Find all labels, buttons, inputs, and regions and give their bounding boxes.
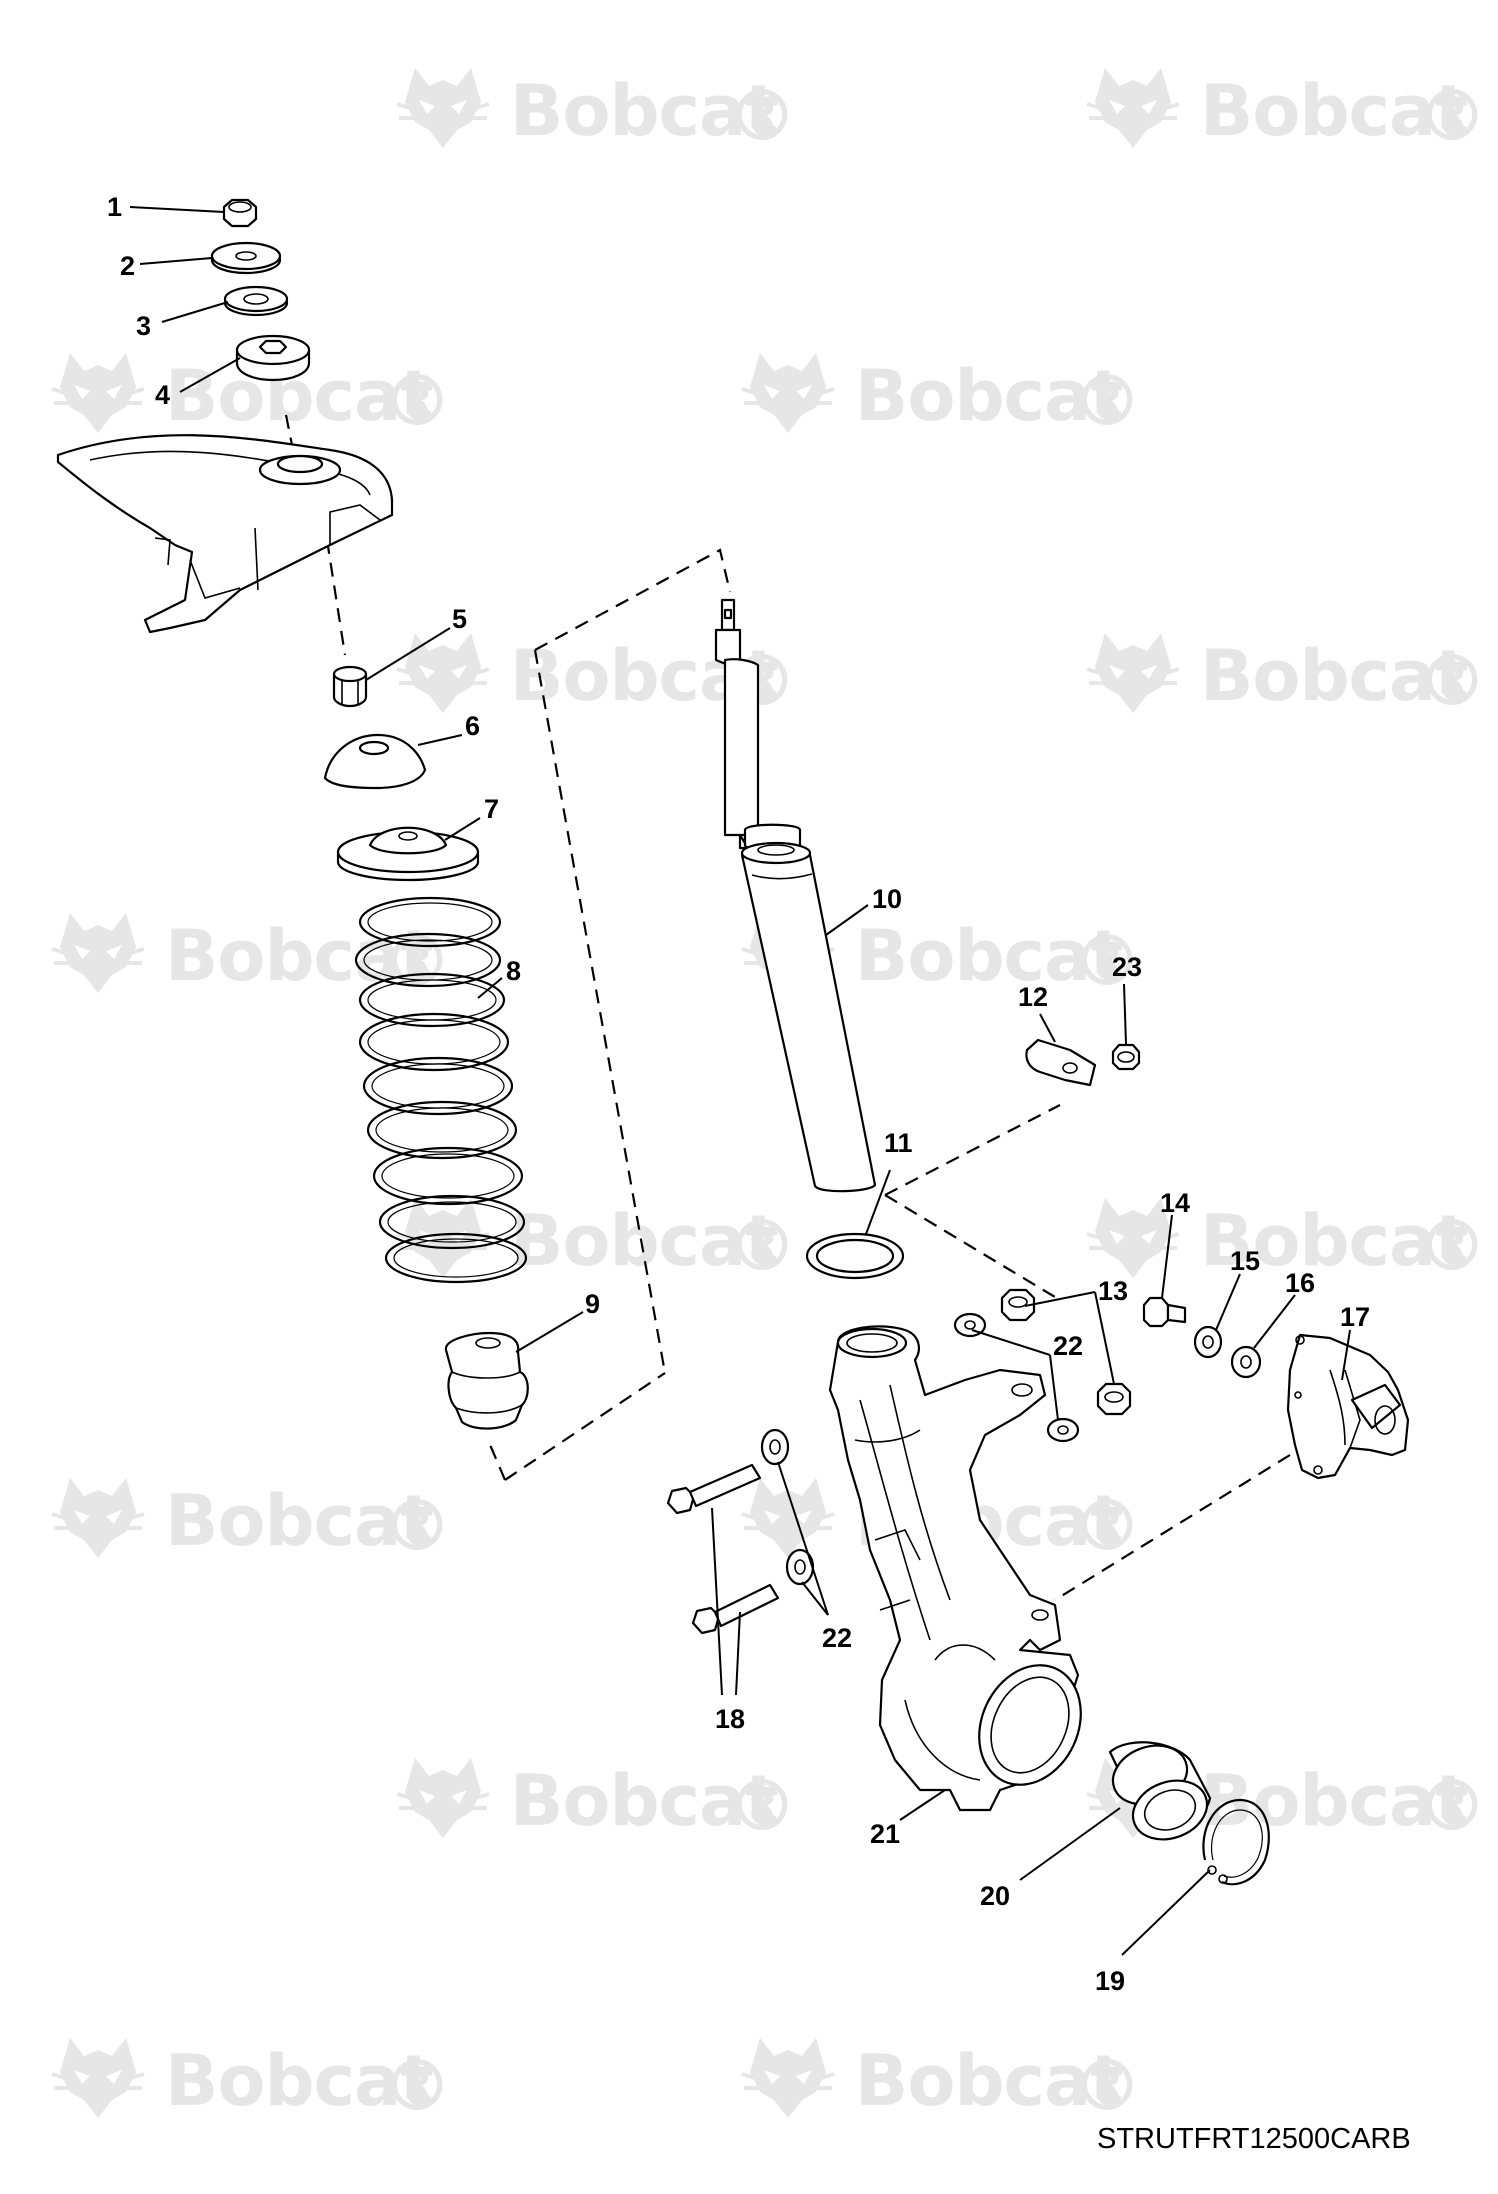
svg-text:Bobcat: Bobcat — [165, 915, 433, 997]
callout-14: 14 — [1160, 1188, 1190, 1218]
callout-19: 19 — [1095, 1966, 1125, 1996]
svg-text:®: ® — [1417, 75, 1486, 157]
callout-6: 6 — [465, 711, 480, 741]
bobcat-watermark: Bobcat ® — [1085, 66, 1487, 157]
callout-numbers: 1 2 3 4 5 6 7 8 9 10 11 12 13 14 15 16 1… — [107, 192, 1370, 1996]
part-20-wheel-bearing — [1108, 1741, 1212, 1841]
svg-text:Bobcat: Bobcat — [855, 915, 1123, 997]
svg-text:Bobcat: Bobcat — [510, 70, 778, 152]
callout-9: 9 — [585, 1289, 600, 1319]
part-9-bump-stop — [444, 1331, 529, 1430]
svg-text:Bobcat: Bobcat — [1200, 635, 1468, 717]
svg-text:Bobcat: Bobcat — [1200, 1200, 1468, 1282]
callout-23: 23 — [1112, 952, 1142, 982]
bobcat-watermark: Bobcat ® — [395, 1756, 797, 1847]
part-22-washer-mid — [1046, 1417, 1080, 1443]
part-22-washer-upper — [953, 1312, 987, 1338]
drawing-code: STRUTFRT12500CARB — [1097, 2123, 1411, 2155]
svg-text:®: ® — [727, 75, 796, 157]
part-10-shock-absorber — [714, 598, 877, 1193]
callout-17: 17 — [1340, 1302, 1370, 1332]
svg-text:®: ® — [1072, 360, 1141, 442]
part-15-washer — [1193, 1325, 1223, 1359]
part-13-nut-upper — [1000, 1288, 1036, 1322]
callout-2: 2 — [120, 251, 135, 281]
svg-text:Bobcat: Bobcat — [510, 1200, 778, 1282]
part-6-upper-seat — [323, 733, 427, 790]
svg-text:®: ® — [1072, 920, 1141, 1002]
part-2-washer — [210, 241, 282, 275]
svg-text:®: ® — [1072, 1485, 1141, 1567]
part-11-o-ring — [805, 1232, 905, 1280]
callout-12: 12 — [1018, 982, 1048, 1012]
svg-text:Bobcat: Bobcat — [855, 2040, 1123, 2122]
callout-7: 7 — [484, 794, 499, 824]
part-5-nut — [332, 665, 368, 708]
callout-11: 11 — [884, 1128, 913, 1158]
bobcat-watermark: Bobcat ® — [50, 1476, 452, 1567]
bobcat-watermark: Bobcat ® — [50, 911, 452, 1002]
part-8-coil-spring — [354, 896, 528, 1284]
svg-text:Bobcat: Bobcat — [1200, 70, 1468, 152]
callout-1: 1 — [107, 192, 122, 222]
svg-text:®: ® — [1417, 640, 1486, 722]
callout-4: 4 — [155, 380, 170, 410]
part-23-nut — [1111, 1043, 1141, 1071]
bobcat-watermark: Bobcat ® — [740, 911, 1142, 1002]
svg-text:®: ® — [1072, 2045, 1141, 2127]
svg-text:®: ® — [727, 1205, 796, 1287]
part-17-sensor-bracket — [1286, 1333, 1410, 1480]
callout-22-lower: 22 — [822, 1623, 852, 1653]
part-4-bushing — [235, 334, 311, 382]
callout-10: 10 — [872, 884, 902, 914]
svg-text:®: ® — [382, 360, 451, 442]
bobcat-watermark: Bobcat ® — [740, 2036, 1142, 2127]
part-14-bolt — [1142, 1296, 1187, 1328]
strut-tower-frame — [56, 434, 394, 634]
callout-21: 21 — [870, 1819, 900, 1849]
bobcat-watermark: Bobcat ® — [395, 66, 797, 157]
callout-22-upper: 22 — [1053, 1331, 1083, 1361]
assembly-guide-lines — [284, 414, 1291, 1601]
svg-text:®: ® — [1417, 1205, 1486, 1287]
part-12-bracket-clip — [1025, 1038, 1097, 1087]
svg-text:®: ® — [382, 1485, 451, 1567]
callout-15: 15 — [1230, 1246, 1260, 1276]
svg-text:®: ® — [727, 1765, 796, 1847]
part-19-circlip — [1202, 1798, 1270, 1886]
callout-3: 3 — [136, 311, 151, 341]
part-1-nut — [222, 198, 258, 228]
part-3-washer — [223, 285, 289, 317]
part-18-bolt-upper — [666, 1463, 762, 1515]
svg-text:Bobcat: Bobcat — [165, 2040, 433, 2122]
svg-text:Bobcat: Bobcat — [165, 1480, 433, 1562]
svg-text:®: ® — [1417, 1765, 1486, 1847]
svg-text:Bobcat: Bobcat — [510, 1760, 778, 1842]
svg-text:®: ® — [382, 920, 451, 1002]
part-7-spring-seat — [336, 826, 480, 882]
part-21-steering-knuckle — [828, 1325, 1082, 1812]
callout-16: 16 — [1285, 1268, 1315, 1298]
svg-text:®: ® — [382, 2045, 451, 2127]
bobcat-watermark: Bobcat ® — [740, 351, 1142, 442]
bobcat-watermark: Bobcat ® — [1085, 1196, 1487, 1287]
part-22-washer-left-upper — [760, 1428, 790, 1466]
callout-8: 8 — [506, 956, 521, 986]
part-18-bolt-lower — [691, 1583, 780, 1635]
bobcat-watermark: Bobcat ® — [1085, 631, 1487, 722]
svg-text:Bobcat: Bobcat — [855, 355, 1123, 437]
leader-lines — [129, 206, 1351, 1956]
watermark-layer: Bobcat ® Bobcat ® Bobcat ® Bobcat ® Bobc… — [50, 66, 1487, 2127]
bobcat-watermark: Bobcat ® — [395, 1196, 797, 1287]
part-16-washer — [1230, 1345, 1262, 1379]
callout-20: 20 — [980, 1881, 1010, 1911]
bobcat-watermark: Bobcat ® — [50, 2036, 452, 2127]
callout-13: 13 — [1098, 1276, 1128, 1306]
callout-18: 18 — [715, 1704, 745, 1734]
callout-5: 5 — [452, 604, 467, 634]
part-13-nut-lower — [1096, 1382, 1132, 1416]
